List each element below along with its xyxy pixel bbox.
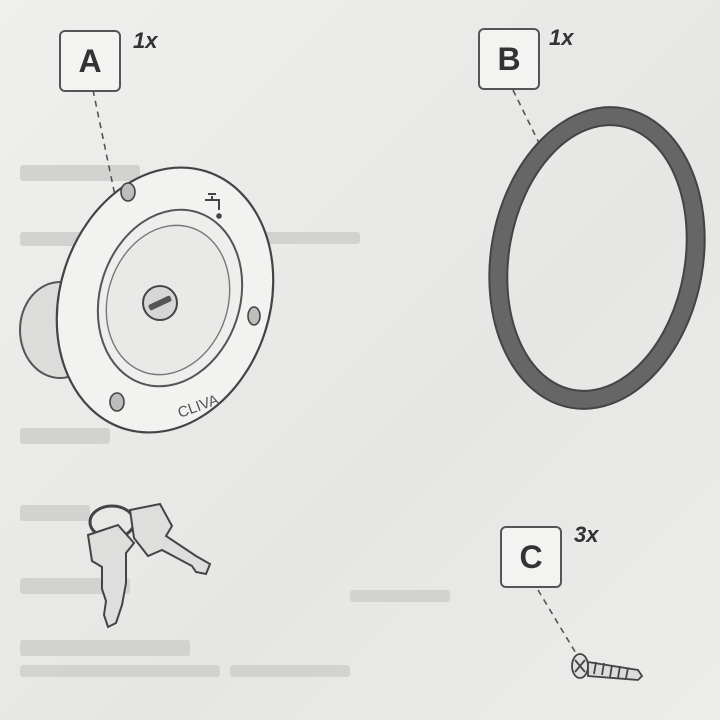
keys bbox=[86, 502, 212, 629]
leader-line-a bbox=[92, 89, 119, 211]
part-label-b: B bbox=[478, 28, 540, 90]
part-b-quantity: 1x bbox=[549, 25, 574, 50]
gasket-ring bbox=[488, 106, 706, 410]
part-a-letter: A bbox=[78, 42, 102, 79]
part-b-letter: B bbox=[497, 40, 521, 77]
water-tap-icon bbox=[205, 193, 222, 219]
fuel-cap bbox=[19, 166, 275, 434]
leader-line-b bbox=[512, 89, 541, 146]
part-c-quantity: 3x bbox=[574, 522, 599, 547]
part-c-letter: C bbox=[519, 538, 543, 575]
part-a-quantity: 1x bbox=[133, 28, 158, 53]
part-label-c: C bbox=[500, 526, 562, 588]
leader-line-c bbox=[537, 589, 581, 661]
part-label-a: A bbox=[59, 30, 121, 92]
screw bbox=[571, 653, 644, 681]
